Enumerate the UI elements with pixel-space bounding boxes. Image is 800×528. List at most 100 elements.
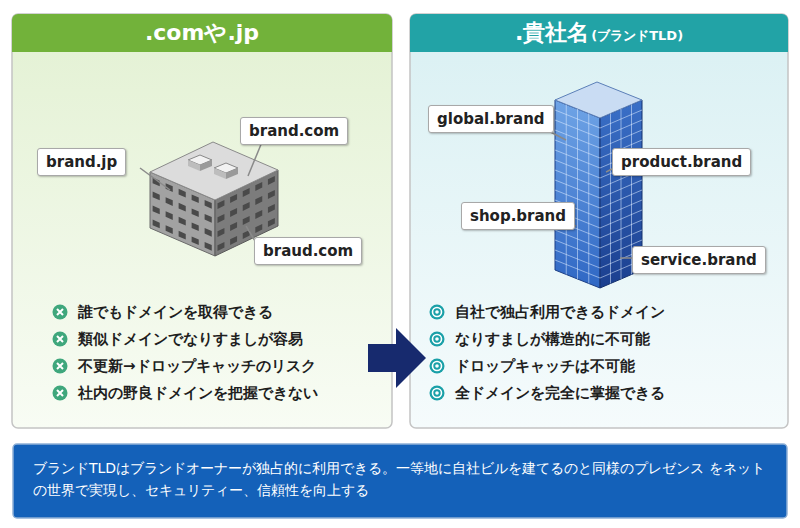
- note-text: ブランドTLDはブランドオーナーが独占的に利用できる。一等地に自社ビルを建てるの…: [13, 444, 787, 501]
- roof-box: [226, 168, 238, 179]
- window: [255, 224, 262, 233]
- window: [268, 204, 275, 213]
- cross-icon: [53, 386, 68, 401]
- flow-arrow: [368, 328, 426, 388]
- panel-header: .貴社名(ブランドTLD): [410, 14, 788, 52]
- panel-ground: [12, 14, 392, 428]
- cross-icon: [53, 305, 68, 320]
- domain-callout: service.brand: [632, 246, 766, 274]
- window: [243, 216, 250, 225]
- window: [179, 231, 186, 240]
- window: [192, 222, 199, 231]
- domain-callout: brand.jp: [37, 148, 126, 176]
- panel-title: .comや.jp: [145, 19, 259, 47]
- tower-building: [555, 82, 642, 288]
- window: [243, 188, 250, 197]
- glass-grid: [577, 109, 578, 279]
- window: [166, 211, 173, 220]
- double-circle-icon: [433, 389, 442, 398]
- tower-roof: [555, 82, 642, 118]
- window: [268, 176, 275, 185]
- double-circle-icon: [430, 305, 445, 320]
- domain-name: brand.com: [249, 122, 339, 140]
- window: [268, 190, 275, 199]
- panel-ground: [410, 14, 788, 428]
- cross-icon: [53, 305, 68, 401]
- bullet-point: なりすましが構造的に不可能: [455, 329, 650, 349]
- roof-box: [188, 160, 200, 171]
- bullet-point: 自社で独占利用できるドメイン: [455, 302, 665, 322]
- domain-callout: product.brand: [612, 148, 751, 176]
- double-circle-icon: [433, 335, 442, 344]
- roof-box: [214, 168, 226, 179]
- cross-icon: [53, 386, 68, 401]
- double-circle-icon: [435, 391, 439, 395]
- window: [179, 203, 186, 212]
- building-roof: [150, 142, 278, 200]
- double-circle-icon: [430, 305, 445, 320]
- domain-name: product.brand: [621, 153, 742, 171]
- cross-icon: [53, 359, 68, 374]
- panel-title: (ブランドTLD): [591, 27, 683, 45]
- window: [205, 214, 212, 223]
- glass-grid: [566, 105, 567, 275]
- window: [166, 197, 173, 206]
- window: [179, 189, 186, 198]
- cross-icon: [53, 332, 68, 347]
- window: [218, 242, 225, 251]
- glass-grid: [588, 114, 589, 284]
- cross-icon: [57, 336, 63, 342]
- window: [153, 220, 160, 229]
- window: [255, 196, 262, 205]
- window: [230, 236, 237, 245]
- cross-icon: [57, 309, 63, 315]
- window: [255, 210, 262, 219]
- window: [218, 228, 225, 237]
- leader-line: [140, 124, 640, 258]
- double-circle-icon: [435, 337, 439, 341]
- double-circle-icon: [430, 332, 445, 347]
- window: [153, 206, 160, 215]
- domain-name: shop.brand: [470, 207, 566, 225]
- domain-name: brand.jp: [46, 153, 117, 171]
- panel-title: .貴社名: [515, 19, 589, 47]
- domain-callout: global.brand: [428, 105, 554, 133]
- comparison-panel: .貴社名(ブランドTLD) 自社で独占利用できるドメインなりすましが構造的に不可能…: [410, 14, 788, 428]
- bullet-point: 類似ドメインでなりすましが容易: [78, 329, 303, 349]
- double-circle-icon: [430, 359, 445, 374]
- window: [255, 182, 262, 191]
- note-band: [13, 444, 787, 518]
- cross-icon: [53, 332, 68, 347]
- domain-name: global.brand: [437, 110, 545, 128]
- bullet-point: 不更新→ドロップキャッチのリスク: [78, 356, 316, 376]
- leader-line: [248, 142, 262, 176]
- window: [268, 218, 275, 227]
- window: [230, 208, 237, 217]
- double-circle-icon: [430, 386, 445, 401]
- double-circle-icon: [435, 310, 439, 314]
- bullet-point: 社内の野良ドメインを把握できない: [78, 383, 318, 403]
- window: [205, 200, 212, 209]
- bullet-point: ドロップキャッチは不可能: [455, 356, 635, 376]
- leader-line: [140, 168, 170, 190]
- panel-header: [410, 14, 788, 52]
- window: [230, 194, 237, 203]
- domain-callout: braud.com: [254, 237, 362, 265]
- double-circle-icon: [430, 386, 445, 401]
- window: [218, 200, 225, 209]
- window: [153, 192, 160, 201]
- cross-icon: [53, 305, 68, 320]
- window: [166, 225, 173, 234]
- glass-grid: [610, 114, 611, 284]
- note-band: ブランドTLDはブランドオーナーが独占的に利用できる。一等地に自社ビルを建てるの…: [13, 444, 787, 518]
- bullet-point: 全ドメインを完全に掌握できる: [455, 383, 665, 403]
- panel-header: .comや.jp: [12, 14, 392, 52]
- window: [192, 194, 199, 203]
- window: [192, 208, 199, 217]
- panel-header: [12, 14, 392, 52]
- double-circle-icon: [430, 305, 445, 401]
- domain-name: braud.com: [263, 242, 353, 260]
- glass-grid: [621, 109, 622, 279]
- window: [218, 214, 225, 223]
